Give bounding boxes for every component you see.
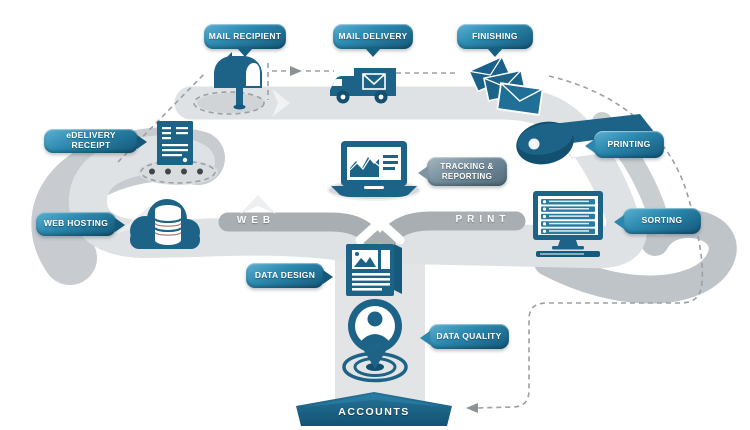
badge-web-hosting-label: WEB HOSTING bbox=[43, 218, 109, 229]
laptop-chart-icon bbox=[331, 141, 417, 197]
badge-web-hosting: WEB HOSTING bbox=[36, 212, 116, 236]
mailbox-icon bbox=[214, 52, 262, 110]
up-arrow-web-branch bbox=[240, 195, 276, 214]
badge-sorting-label: SORTING bbox=[641, 215, 683, 226]
badge-edelivery-receipt-label: eDELIVERY RECEIPT bbox=[66, 130, 116, 150]
envelopes-icon bbox=[468, 55, 544, 116]
mailbox-platform bbox=[197, 93, 265, 113]
arrowhead-to-accounts bbox=[466, 403, 478, 413]
badge-edelivery-receipt: eDELIVERY RECEIPT bbox=[44, 129, 138, 153]
mail-truck-icon bbox=[330, 68, 396, 104]
badge-data-design: DATA DESIGN bbox=[246, 263, 324, 288]
accounts-ribbon bbox=[296, 392, 452, 426]
newspaper-icon bbox=[346, 244, 402, 296]
printing-press-icon bbox=[516, 114, 663, 165]
badge-finishing: FINISHING bbox=[457, 24, 533, 49]
print-path-label: PRINT bbox=[455, 214, 511, 225]
badge-data-quality-label: DATA QUALITY bbox=[436, 330, 502, 341]
badge-tracking-reporting-line1: TRACKING & bbox=[440, 162, 494, 172]
badge-mail-delivery-label: MAIL DELIVERY bbox=[338, 30, 408, 41]
badge-data-design-label: DATA DESIGN bbox=[254, 269, 316, 280]
badge-data-quality: DATA QUALITY bbox=[429, 324, 509, 349]
accounts-banner-label: ACCOUNTS bbox=[338, 406, 410, 418]
person-pin-target-icon bbox=[342, 299, 408, 383]
badge-printing-label: PRINTING bbox=[607, 138, 651, 149]
conveyor-platform bbox=[138, 159, 218, 185]
badge-tracking-reporting-line2: REPORTING bbox=[441, 171, 493, 181]
arrowhead-to-truck bbox=[290, 66, 302, 76]
cloud-database-icon bbox=[130, 199, 200, 249]
badge-tracking-reporting: TRACKING & REPORTING bbox=[427, 157, 507, 186]
road-print-branch bbox=[383, 209, 647, 269]
badge-sorting: SORTING bbox=[623, 208, 701, 234]
badge-finishing-label: FINISHING bbox=[472, 30, 518, 41]
badge-printing: PRINTING bbox=[594, 131, 664, 158]
right-arrow-top-road bbox=[272, 89, 290, 117]
badge-mail-delivery: MAIL DELIVERY bbox=[333, 24, 413, 49]
badge-mail-recipient-label: MAIL RECIPIENT bbox=[208, 30, 282, 41]
conveyor-dots-icon bbox=[149, 168, 203, 175]
monitor-list-icon bbox=[533, 191, 603, 257]
crotch-notch bbox=[355, 217, 405, 245]
badge-mail-recipient: MAIL RECIPIENT bbox=[204, 24, 286, 49]
web-path-label: WEB bbox=[236, 215, 276, 226]
receipt-document-icon bbox=[157, 121, 193, 165]
